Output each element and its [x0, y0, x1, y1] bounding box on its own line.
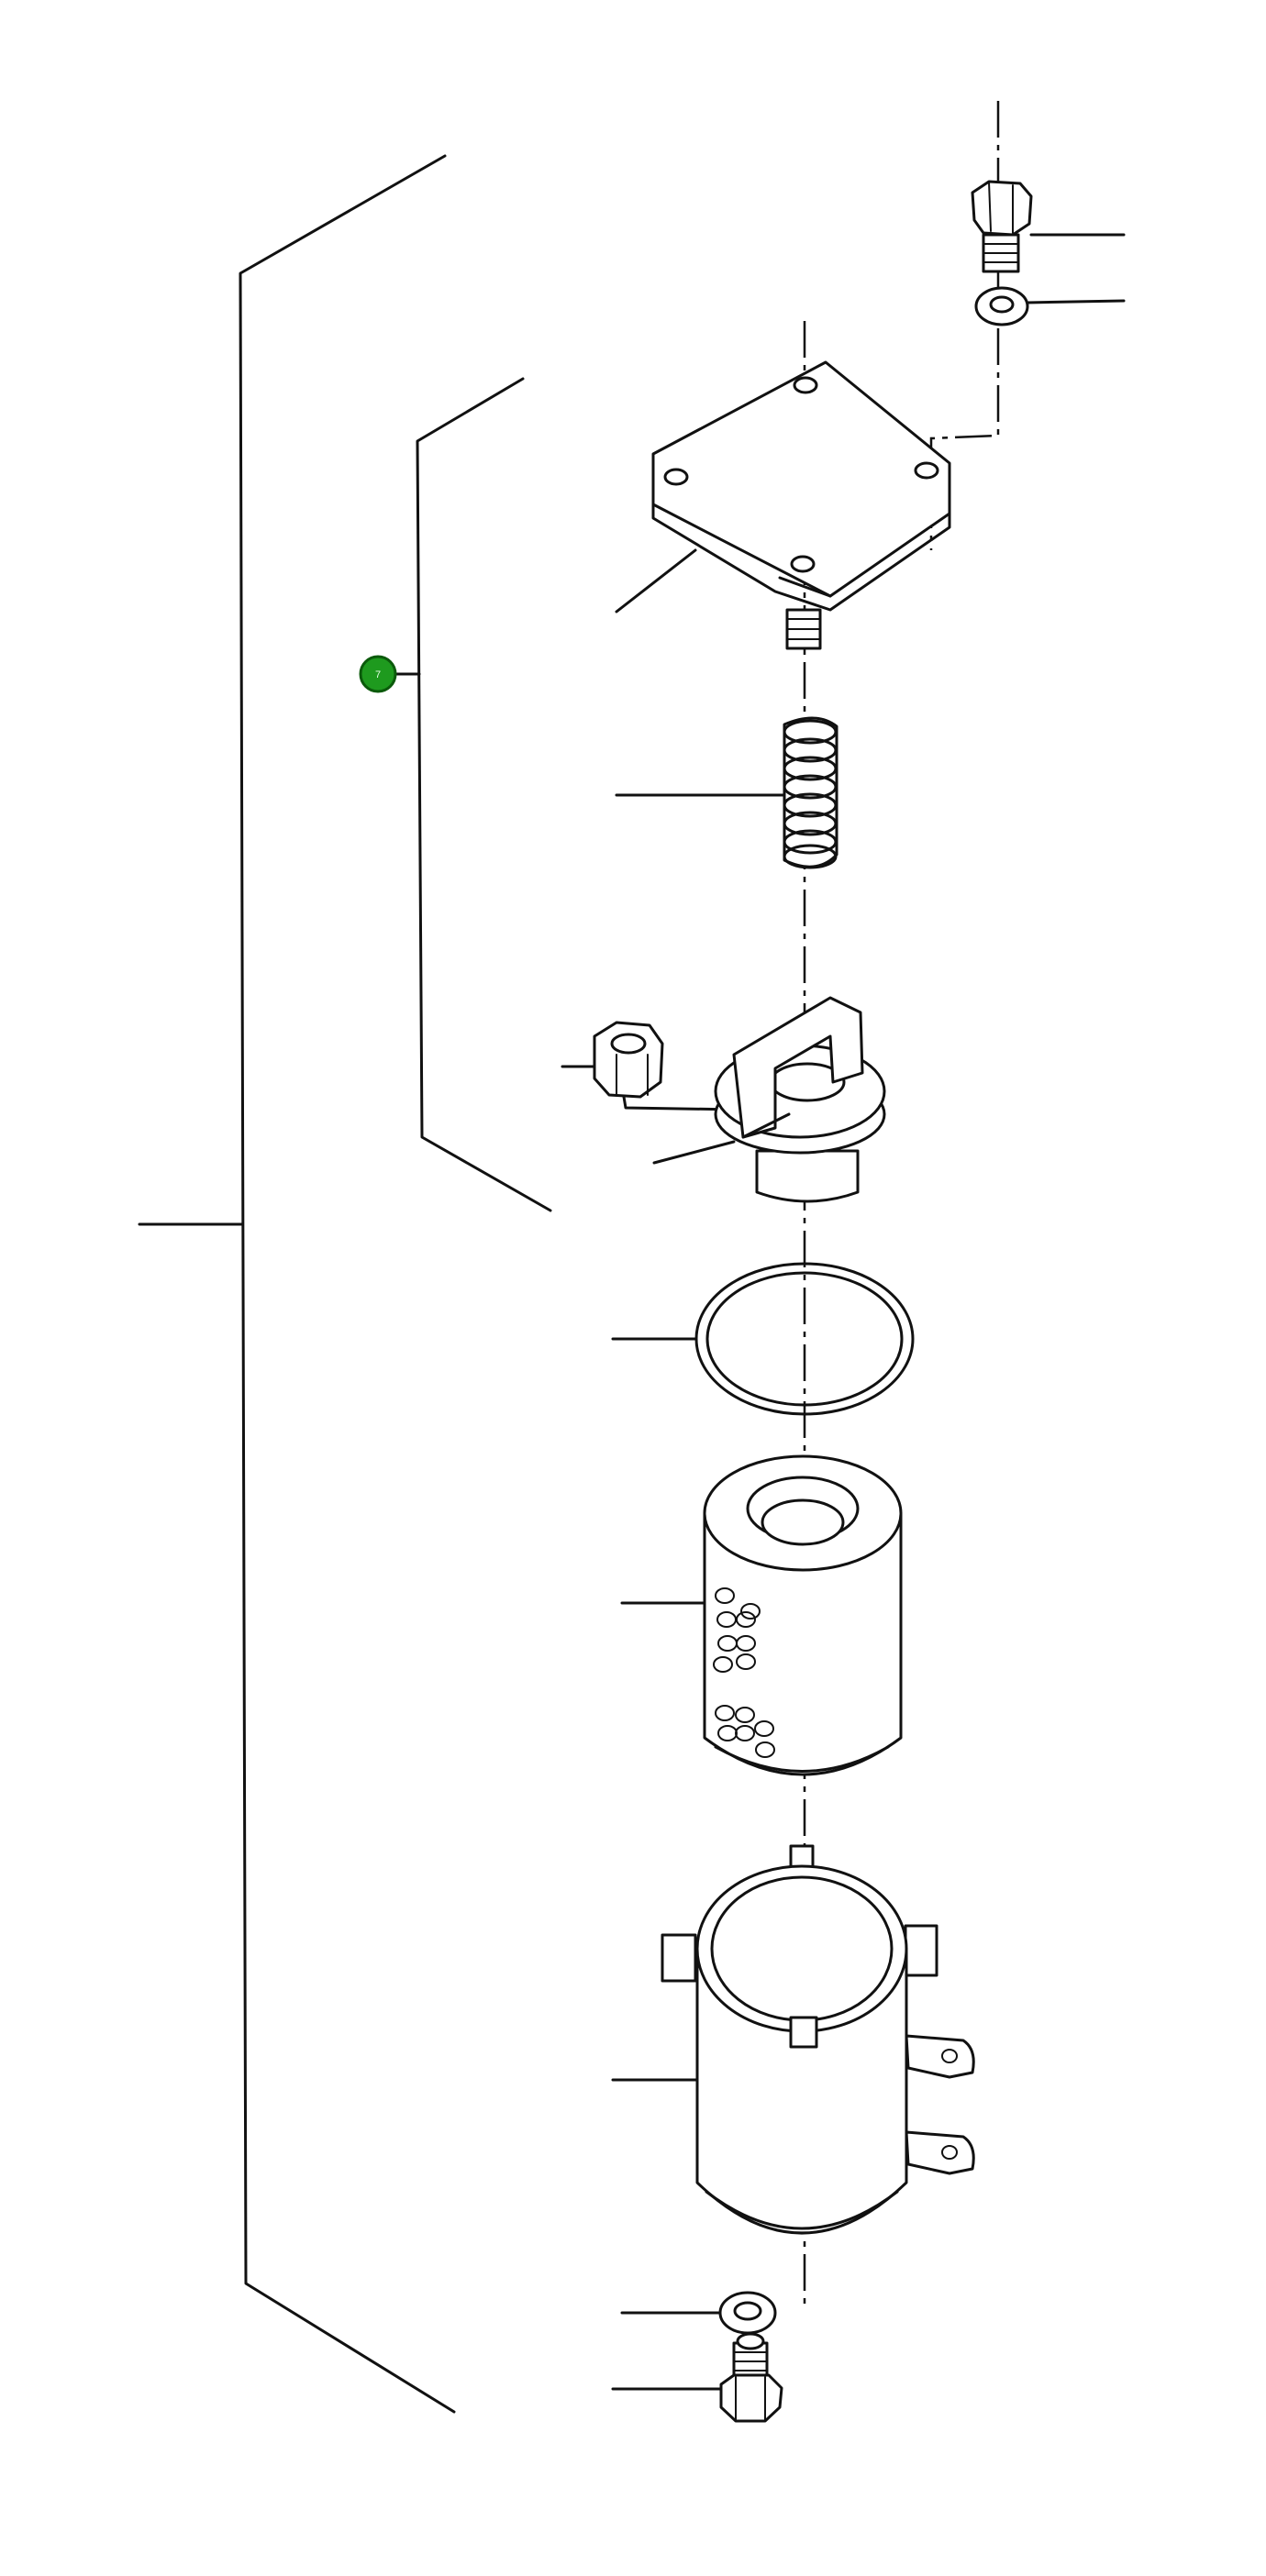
drain-bolt-bottom: [611, 2332, 783, 2423]
outer-assembly-bracket: [138, 154, 456, 2414]
filter-housing-bowl: [611, 1844, 975, 2235]
hex-nut: [561, 1021, 740, 1111]
inner-subassembly-bracket: [391, 377, 552, 1212]
o-ring-seal: [611, 1262, 915, 1416]
hex-bolt-top: [971, 180, 1126, 273]
spring: [615, 716, 838, 869]
hotspot-label: 7: [375, 669, 381, 680]
washer-bottom: [620, 2291, 777, 2335]
flange-cover-plate: [615, 360, 951, 650]
filter-element: [620, 1454, 903, 1776]
washer-top: [974, 286, 1126, 326]
callout-hotspot-marker[interactable]: 7: [359, 655, 397, 693]
filter-head-cap: [652, 996, 886, 1203]
